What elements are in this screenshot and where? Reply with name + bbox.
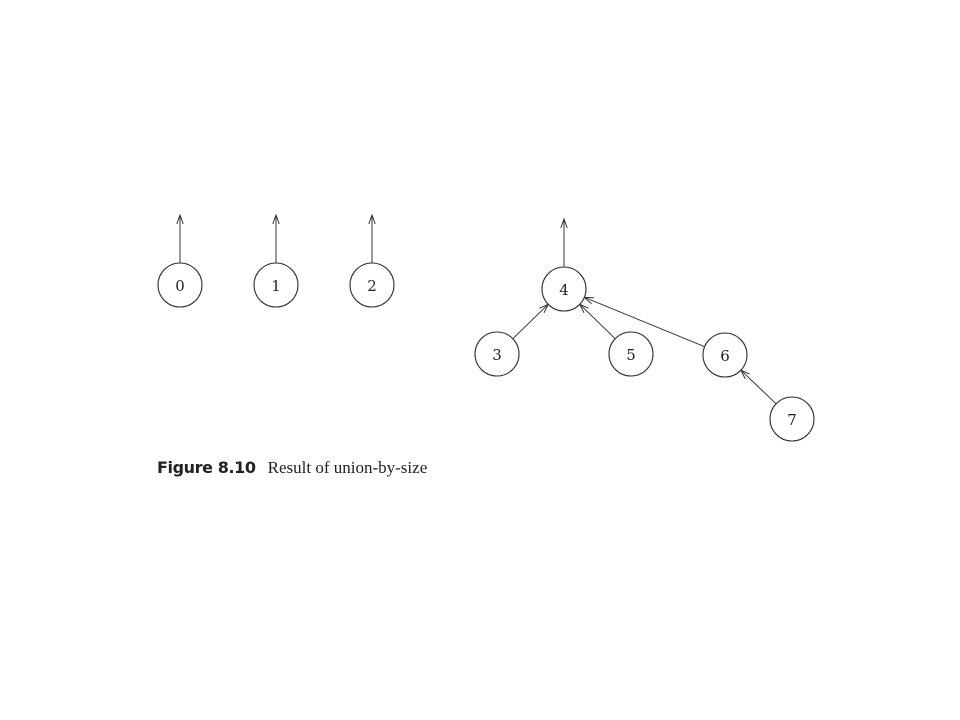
node-0-circle: [157, 262, 203, 308]
node-5: 5: [608, 331, 654, 377]
edge-3-to-4: [512, 303, 549, 340]
node-6-label: 6: [720, 347, 730, 365]
node-2-circle: [349, 262, 395, 308]
figure-caption: Figure 8.10 Result of union-by-size: [157, 458, 427, 478]
edge-6-to-4: [584, 296, 705, 348]
node-6: 6: [702, 332, 748, 378]
edge-5-to-4: [579, 303, 616, 340]
node-3-label: 3: [492, 346, 502, 364]
node-3-circle: [474, 331, 520, 377]
node-7-circle: [769, 396, 815, 442]
root-arrowhead-4: [560, 217, 568, 229]
node-4: 4: [541, 266, 587, 312]
figure-caption-text: Result of union-by-size: [267, 458, 428, 477]
node-2-label: 2: [367, 277, 377, 295]
node-4-label: 4: [559, 281, 569, 299]
nodes-layer: 0 1 2 4 3 5 6 7: [157, 262, 815, 442]
node-5-circle: [608, 331, 654, 377]
node-6-circle: [702, 332, 748, 378]
node-0: 0: [157, 262, 203, 308]
root-arrows-layer: [176, 213, 568, 267]
node-1-circle: [253, 262, 299, 308]
node-7-label: 7: [787, 411, 797, 429]
root-arrowhead-1: [272, 213, 280, 225]
node-4-circle: [541, 266, 587, 312]
node-5-label: 5: [626, 346, 636, 364]
node-1-label: 1: [271, 277, 281, 295]
node-7: 7: [769, 396, 815, 442]
figure-label: Figure 8.10: [157, 458, 256, 477]
node-2: 2: [349, 262, 395, 308]
node-1: 1: [253, 262, 299, 308]
edge-7-to-6: [740, 369, 777, 405]
node-3: 3: [474, 331, 520, 377]
root-arrowhead-2: [368, 213, 376, 225]
root-arrowhead-0: [176, 213, 184, 225]
node-0-label: 0: [175, 277, 185, 295]
